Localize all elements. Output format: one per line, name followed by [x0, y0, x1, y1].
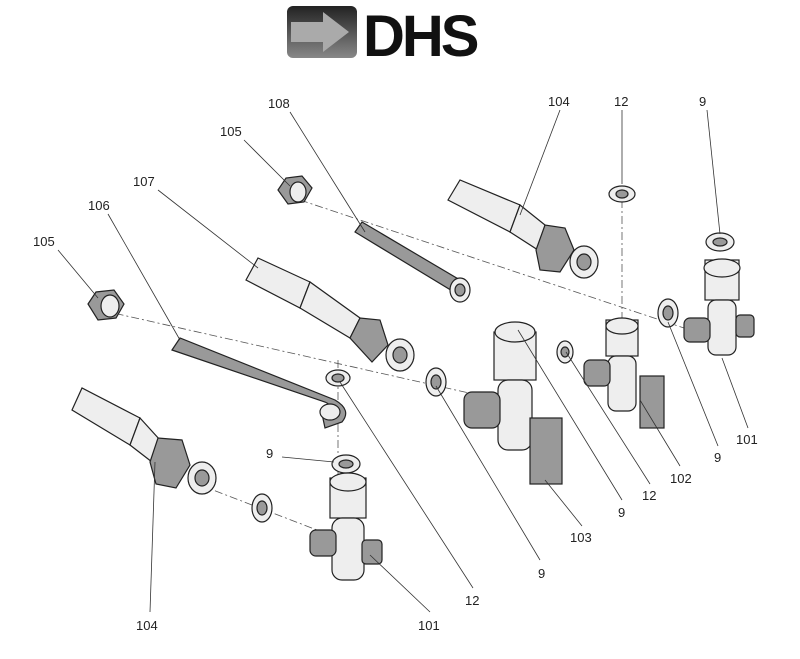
label-12: 12 — [465, 593, 479, 608]
washers — [251, 185, 735, 523]
angle-valve-101-lower — [309, 472, 383, 581]
angle-valve-101-upper — [683, 258, 755, 356]
tailpiece-104-upper — [447, 179, 599, 279]
union-nut-105-lower — [87, 289, 125, 321]
label-105: 105 — [33, 234, 55, 249]
label-103: 103 — [570, 530, 592, 545]
label-9: 9 — [538, 566, 545, 581]
label-104: 104 — [136, 618, 158, 633]
label-9: 9 — [714, 450, 721, 465]
label-106: 106 — [88, 198, 110, 213]
angle-valve-102 — [583, 317, 665, 429]
union-nut-105-upper — [277, 175, 313, 205]
label-101: 101 — [736, 432, 758, 447]
leader-lines — [57, 109, 749, 613]
tailpiece-107 — [245, 257, 415, 372]
label-104: 104 — [548, 94, 570, 109]
label-12: 12 — [642, 488, 656, 503]
arrow-right-icon — [291, 12, 349, 52]
label-9: 9 — [699, 94, 706, 109]
tailpiece-104-lower — [71, 387, 217, 495]
dhs-logo: DHS — [287, 4, 481, 58]
tube-108 — [354, 221, 471, 303]
label-12: 12 — [614, 94, 628, 109]
label-102: 102 — [670, 471, 692, 486]
logo-text: DHS — [363, 4, 478, 58]
label-105: 105 — [220, 124, 242, 139]
angle-valve-103 — [463, 321, 563, 485]
label-9: 9 — [618, 505, 625, 520]
label-108: 108 — [268, 96, 290, 111]
label-9: 9 — [266, 446, 273, 461]
label-107: 107 — [133, 174, 155, 189]
bent-tube-106 — [171, 337, 347, 429]
label-101: 101 — [418, 618, 440, 633]
part-labels: 108 105 107 106 105 104 12 9 101 9 102 1… — [33, 94, 758, 633]
